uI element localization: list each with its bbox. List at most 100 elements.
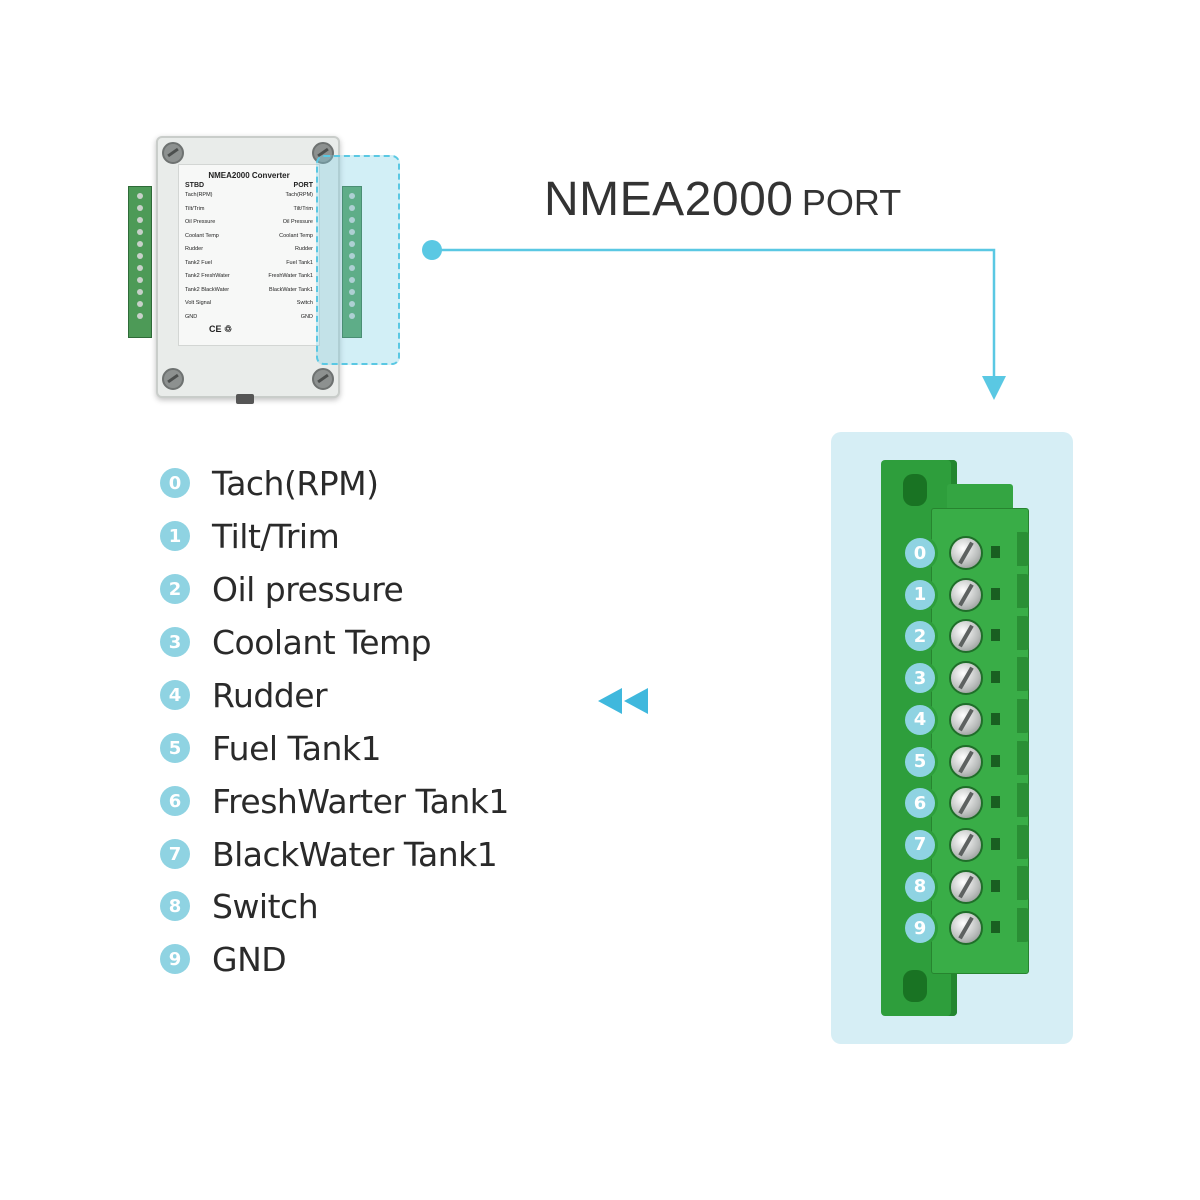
pin-label: Tach(RPM): [212, 463, 379, 503]
wire-entry-slot: [991, 796, 1000, 809]
heading-suffix: PORT: [801, 182, 902, 223]
terminal-screw-icon: [949, 577, 983, 612]
port-signal-label: Tilt/Trim: [293, 205, 313, 212]
legend-item: 1 Tilt/Trim: [160, 511, 340, 561]
stbd-signal-label: Rudder: [185, 246, 204, 252]
pin-number-badge: 4: [160, 680, 190, 710]
pin-label: Coolant Temp: [212, 622, 432, 662]
mount-hole: [903, 474, 927, 506]
screw-icon: [162, 142, 184, 164]
terminal-screw-icon: [949, 744, 983, 779]
port-signal-label: Fuel Tank1: [286, 259, 313, 266]
legend-item: 0 Tach(RPM): [160, 458, 379, 508]
stbd-signal-label: Volt Signal: [185, 300, 211, 306]
port-highlight-box: [316, 155, 400, 365]
legend-item: 3 Coolant Temp: [160, 617, 432, 667]
port-header: PORT: [293, 182, 313, 189]
pin-label: Rudder: [212, 675, 328, 715]
converter-label-row: Coolant Temp Coolant Temp: [179, 230, 319, 244]
port-signal-label: Rudder: [294, 246, 313, 252]
port-signal-label: Tach(RPM): [285, 192, 313, 198]
double-chevron-left-icon: [598, 688, 648, 714]
pin-number-badge: 9: [160, 944, 190, 974]
converter-label-row: Volt Signal Switch: [179, 297, 319, 311]
pin-label: Tilt/Trim: [212, 516, 340, 556]
screw-icon: [162, 368, 184, 390]
stbd-signal-label: Tach(RPM): [185, 192, 213, 198]
wire-entry-slot: [991, 629, 1000, 642]
wire-entry-slot: [991, 587, 1000, 600]
right-terminal-strip: [342, 186, 362, 338]
terminal-screw-icon: [949, 536, 983, 570]
legend-item: 7 BlackWater Tank1: [160, 829, 498, 879]
pin-label: BlackWater Tank1: [212, 834, 498, 874]
terminal-screw-icon: [949, 661, 983, 696]
pin-number-badge: 3: [160, 627, 190, 657]
stbd-signal-label: Tilt/Trim: [185, 205, 205, 212]
terminal-fins: [1017, 532, 1029, 972]
converter-label-row: Tach(RPM) Tach(RPM): [179, 189, 319, 203]
certification-marks: CE ♲: [209, 324, 233, 334]
converter-device: NMEA2000 Converter STBD PORT Tach(RPM)Ta…: [128, 128, 368, 408]
wire-entry-slot: [991, 837, 1000, 850]
terminal-pin-badge: 3: [905, 663, 935, 694]
pin-number-badge: 2: [160, 574, 190, 604]
left-terminal-strip: [128, 186, 152, 338]
pin-number-badge: 7: [160, 839, 190, 869]
arrow-head-icon: [982, 376, 1006, 400]
pin-number-badge: 1: [160, 521, 190, 551]
port-signal-label: FreshWater Tank1: [268, 273, 313, 279]
terminal-screw-icon: [949, 869, 983, 904]
terminal-pin-badge: 1: [905, 579, 935, 610]
arrow-start-dot: [422, 240, 442, 260]
terminal-plug: [931, 508, 1029, 974]
pin-number-badge: 6: [160, 786, 190, 816]
legend-item: 5 Fuel Tank1: [160, 723, 382, 773]
converter-title: NMEA2000 Converter: [208, 171, 290, 180]
pin-number-badge: 0: [160, 468, 190, 498]
terminal-pin-badge: 0: [905, 538, 935, 568]
wire-entry-slot: [991, 712, 1000, 725]
port-signal-label: Oil Pressure: [282, 219, 313, 225]
pin-label: Switch: [212, 886, 319, 926]
wire-entry-slot: [991, 921, 1000, 934]
converter-label: NMEA2000 Converter STBD PORT Tach(RPM)Ta…: [178, 164, 320, 346]
pin-number-badge: 8: [160, 891, 190, 921]
arrow-line: [432, 248, 996, 380]
legend-item: 9 GND: [160, 934, 287, 984]
pin-number-badge: 5: [160, 733, 190, 763]
terminal-screw-icon: [949, 702, 983, 737]
terminal-pin-badge: 6: [905, 788, 935, 819]
converter-label-row: Rudder Rudder: [179, 243, 319, 257]
legend-item: 6 FreshWarter Tank1: [160, 776, 509, 826]
terminal-pin-badge: 7: [905, 829, 935, 860]
terminal-pin-badge: 5: [905, 746, 935, 777]
terminal-screw-icon: [949, 827, 983, 862]
terminal-pin-badge: 4: [905, 704, 935, 735]
port-signal-label: Coolant Temp: [279, 232, 313, 239]
mount-hole: [903, 970, 927, 1002]
wire-entry-slot: [991, 671, 1000, 684]
pin-label: Oil pressure: [212, 569, 404, 609]
screw-icon: [312, 368, 334, 390]
wire-entry-slot: [991, 879, 1000, 892]
stbd-header: STBD: [185, 182, 205, 189]
wire-entry-slot: [991, 546, 1000, 558]
terminal-pin-badge: 2: [905, 621, 935, 652]
terminal-screw-icon: [949, 619, 983, 654]
pin-label: FreshWarter Tank1: [212, 781, 509, 821]
stbd-signal-label: Tank2 BlackWater: [185, 286, 230, 293]
converter-label-row: Tilt/Trim Tilt/Trim: [179, 203, 319, 217]
pin-label: GND: [212, 939, 287, 979]
port-signal-label: Switch: [296, 300, 313, 306]
pin-label: Fuel Tank1: [212, 728, 382, 768]
terminal-screw-icon: [949, 911, 983, 946]
heading-main: NMEA2000: [544, 173, 794, 226]
stbd-signal-label: Coolant Temp: [185, 232, 219, 239]
